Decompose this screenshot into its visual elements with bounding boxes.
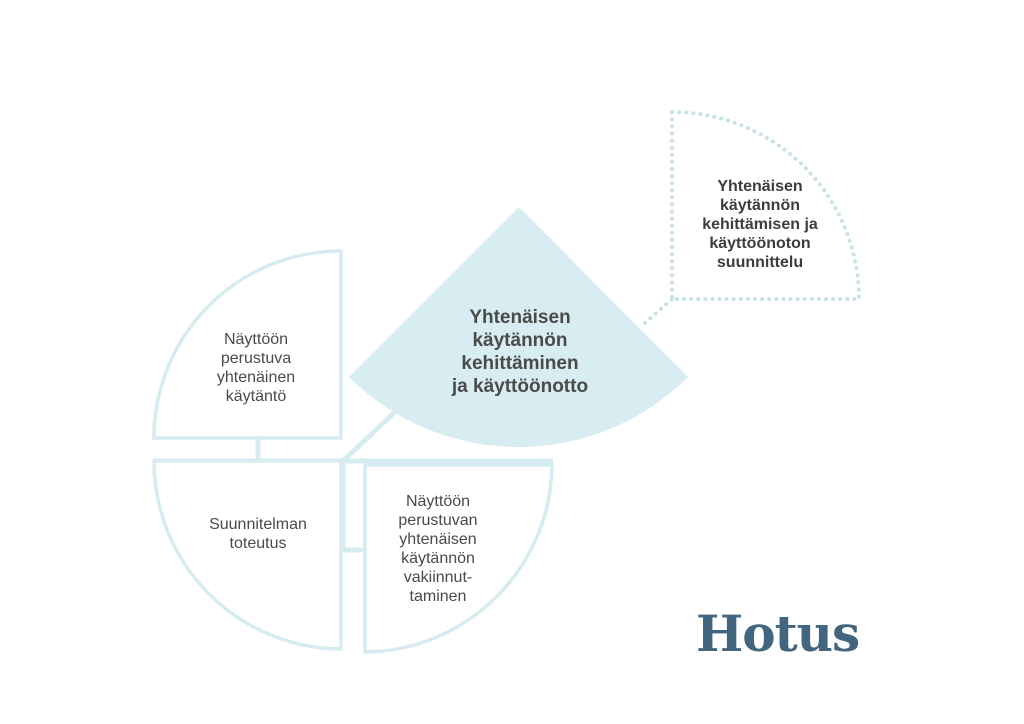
label-line: käytännön xyxy=(401,550,475,567)
dotted-connector xyxy=(643,297,674,325)
label-line: käytäntö xyxy=(225,388,287,405)
label-line: kehittämisen ja xyxy=(702,216,818,233)
label-line: vakiinnut- xyxy=(403,569,473,586)
segment-center xyxy=(349,207,688,448)
label-bottom-left: Suunnitelman toteutus xyxy=(186,515,330,553)
hotus-logo: Hotus xyxy=(696,604,860,663)
label-line: Suunnitelman xyxy=(209,516,307,533)
label-line: ja käyttöönotto xyxy=(451,376,589,397)
segment-planned xyxy=(670,109,862,301)
segment-bottom-left xyxy=(152,459,343,651)
segment-bottom-right xyxy=(363,463,554,654)
label-line: yhtenäisen xyxy=(399,531,477,548)
connector-diagonal xyxy=(341,408,399,463)
segment-top-left xyxy=(152,249,343,440)
label-line: Näyttöön xyxy=(223,331,289,348)
label-line: kehittäminen xyxy=(461,353,579,374)
label-line: yhtenäinen xyxy=(216,369,296,386)
label-line: käyttöönoton xyxy=(709,235,811,252)
label-line: taminen xyxy=(409,588,467,605)
label-line: Yhtenäisen xyxy=(469,307,571,328)
label-line: käytännön xyxy=(719,197,800,214)
label-top-left: Näyttöön perustuva yhtenäinen käytäntö xyxy=(186,330,326,406)
label-line: Yhtenäisen xyxy=(717,178,803,195)
label-line: käytännön xyxy=(472,330,568,351)
label-center: Yhtenäisen käytännön kehittäminen ja käy… xyxy=(420,306,620,398)
label-line: perustuvan xyxy=(398,512,478,529)
label-line: perustuva xyxy=(220,350,292,367)
label-line: Näyttöön xyxy=(405,493,471,510)
label-line: suunnittelu xyxy=(716,254,804,271)
label-line: toteutus xyxy=(229,535,287,552)
label-bottom-right: Näyttöön perustuvan yhtenäisen käytännön… xyxy=(368,492,508,606)
label-planned: Yhtenäisen käytännön kehittämisen ja käy… xyxy=(680,177,840,272)
